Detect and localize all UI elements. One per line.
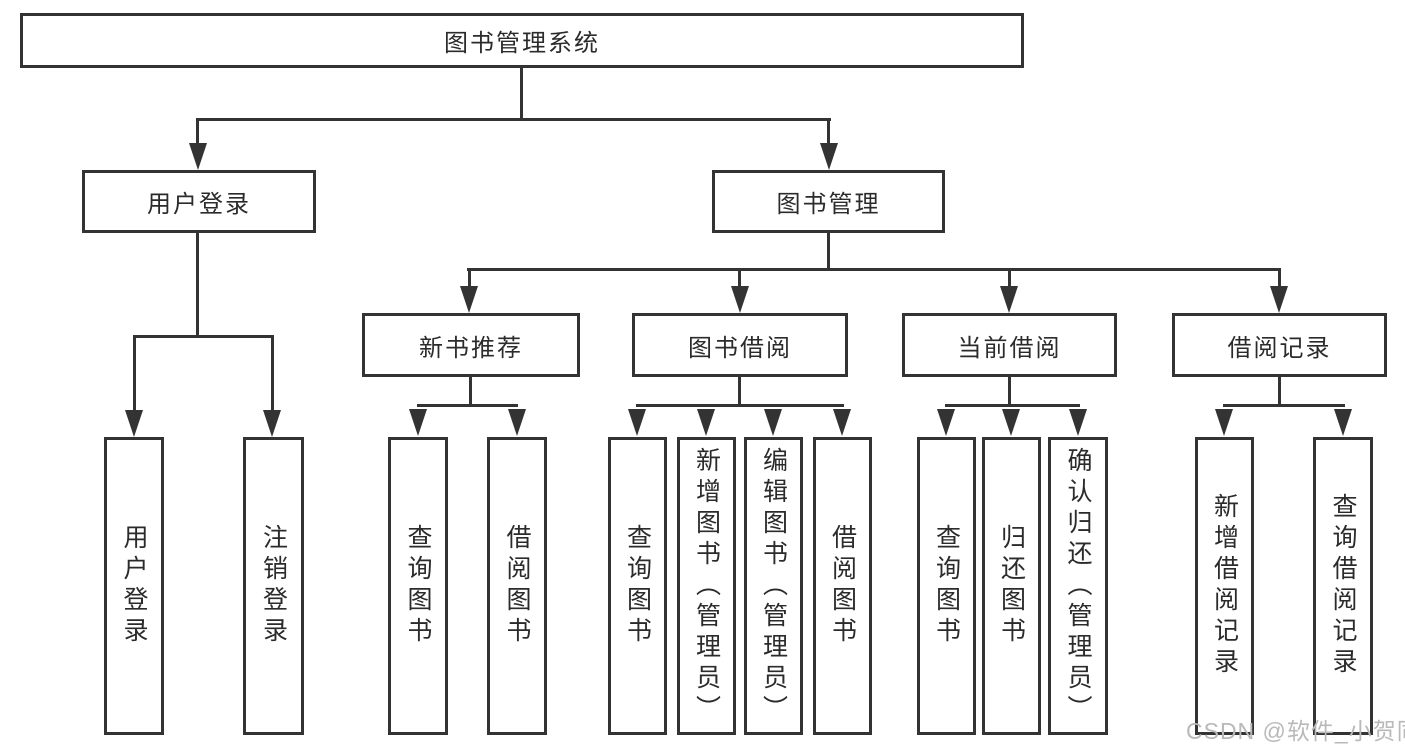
connector-drop-new-books [468, 271, 471, 287]
leaf-nb-query: 查询图书 [388, 437, 448, 735]
leaf-nb-query-label: 查询图书 [404, 524, 432, 648]
leaf-cb-confirm: 确认归还（管理员） [1048, 437, 1108, 735]
csdn-watermark: CSDN @软件_小贺同学 [1186, 718, 1405, 744]
connector-newbooks-hline [417, 404, 518, 407]
leaf-cb-confirm-label: 确认归还（管理员） [1064, 446, 1092, 726]
arrowhead-leaf-logout [263, 410, 281, 437]
leaf-logout-label: 注销登录 [259, 524, 288, 648]
connector-bookborrow-stub [738, 377, 741, 406]
node-book-borrow: 图书借阅 [632, 313, 848, 377]
leaf-cb-query-label: 查询图书 [932, 524, 961, 648]
node-user-login: 用户登录 [82, 170, 316, 233]
leaf-nb-borrow: 借阅图书 [487, 437, 547, 735]
connector-userlogin-stub [196, 233, 199, 338]
leaf-bb-borrow-label: 借阅图书 [828, 524, 857, 648]
arrowhead-br-add [1215, 409, 1233, 436]
node-root: 图书管理系统 [20, 13, 1024, 68]
connector-borrowrecords-hline [1223, 404, 1345, 407]
leaf-bb-edit-label: 编辑图书（管理员） [759, 446, 788, 726]
leaf-br-add: 新增借阅记录 [1195, 437, 1254, 735]
connector-drop-user-login [196, 121, 199, 145]
node-borrow-records: 借阅记录 [1172, 313, 1387, 377]
arrowhead-leaf-login [125, 410, 143, 437]
leaf-cb-return: 归还图书 [982, 437, 1041, 735]
node-current-borrow: 当前借阅 [902, 313, 1117, 377]
leaf-cb-query: 查询图书 [917, 437, 976, 735]
leaf-user-login-label: 用户登录 [120, 524, 148, 648]
connector-drop-book-mgmt [827, 121, 830, 145]
arrowhead-borrow-records [1270, 286, 1288, 313]
connector-drop-current-borrow [1008, 271, 1011, 287]
leaf-br-query: 查询借阅记录 [1313, 437, 1373, 735]
connector-bookmgmt-stub [827, 233, 830, 270]
arrowhead-bb-edit [764, 409, 782, 436]
node-new-books-label: 新书推荐 [419, 334, 523, 362]
arrowhead-nb-borrow [508, 409, 526, 436]
connector-drop-book-borrow [738, 271, 741, 287]
node-book-borrow-label: 图书借阅 [688, 334, 792, 362]
arrowhead-book-borrow [731, 286, 749, 313]
arrowhead-new-books [460, 286, 478, 313]
arrowhead-bb-borrow [833, 409, 851, 436]
connector-drop-leaf-logout [271, 338, 274, 411]
leaf-bb-add-label: 新增图书（管理员） [692, 446, 721, 726]
arrowhead-book-mgmt [820, 143, 838, 170]
node-borrow-records-label: 借阅记录 [1227, 334, 1332, 362]
arrowhead-br-query [1334, 409, 1352, 436]
arrowhead-user-login [189, 143, 207, 170]
connector-currentborrow-stub [1008, 377, 1011, 406]
arrowhead-cb-confirm [1069, 409, 1087, 436]
connector-bookmgmt-hline [467, 268, 1281, 271]
connector-drop-borrow-records [1278, 271, 1281, 287]
connector-root-stub [520, 68, 523, 121]
connector-drop-leaf-login [133, 338, 136, 411]
leaf-logout: 注销登录 [243, 437, 304, 735]
arrowhead-current-borrow [1000, 286, 1018, 313]
arrowhead-cb-query [937, 409, 955, 436]
leaf-br-query-label: 查询借阅记录 [1329, 493, 1357, 679]
connector-currentborrow-hline [945, 404, 1080, 407]
connector-root-hline [196, 118, 831, 121]
node-book-mgmt-label: 图书管理 [776, 191, 881, 218]
leaf-user-login: 用户登录 [104, 437, 164, 735]
arrowhead-cb-return [1002, 409, 1020, 436]
node-current-borrow-label: 当前借阅 [957, 334, 1062, 362]
leaf-bb-query: 查询图书 [608, 437, 667, 735]
node-root-label: 图书管理系统 [444, 30, 600, 57]
leaf-br-add-label: 新增借阅记录 [1210, 493, 1239, 679]
arrowhead-bb-add [697, 409, 715, 436]
leaf-bb-borrow: 借阅图书 [813, 437, 872, 735]
arrowhead-bb-query [628, 409, 646, 436]
connector-bookborrow-hline [636, 404, 844, 407]
leaf-nb-borrow-label: 借阅图书 [503, 524, 531, 648]
node-book-mgmt: 图书管理 [712, 170, 945, 233]
node-new-books: 新书推荐 [362, 313, 580, 377]
connector-newbooks-stub [469, 377, 472, 406]
leaf-bb-edit: 编辑图书（管理员） [744, 437, 803, 735]
leaf-bb-add: 新增图书（管理员） [677, 437, 736, 735]
leaf-cb-return-label: 归还图书 [997, 524, 1026, 648]
node-user-login-label: 用户登录 [147, 191, 251, 218]
arrowhead-nb-query [409, 409, 427, 436]
connector-userlogin-hline [133, 335, 274, 338]
connector-borrowrecords-stub [1278, 377, 1281, 406]
leaf-bb-query-label: 查询图书 [623, 524, 652, 648]
